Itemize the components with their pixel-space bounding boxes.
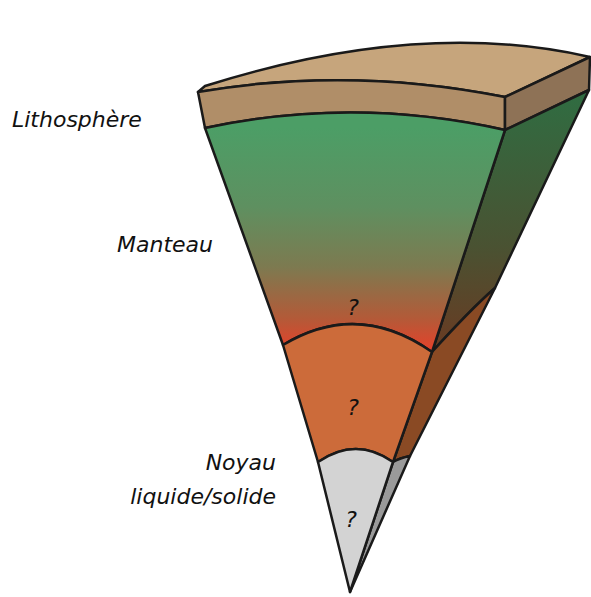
layer-label: Lithosphère [12,105,142,135]
mantle-front [205,112,505,352]
outer-core-front [283,324,432,462]
layer-label: Manteau [117,230,213,260]
unknown-mark: ? [347,293,359,323]
unknown-mark: ? [345,505,357,535]
layer-label: Noyau liquide/solide [76,446,276,514]
inner-core-front [318,449,393,592]
unknown-mark: ? [347,393,359,423]
